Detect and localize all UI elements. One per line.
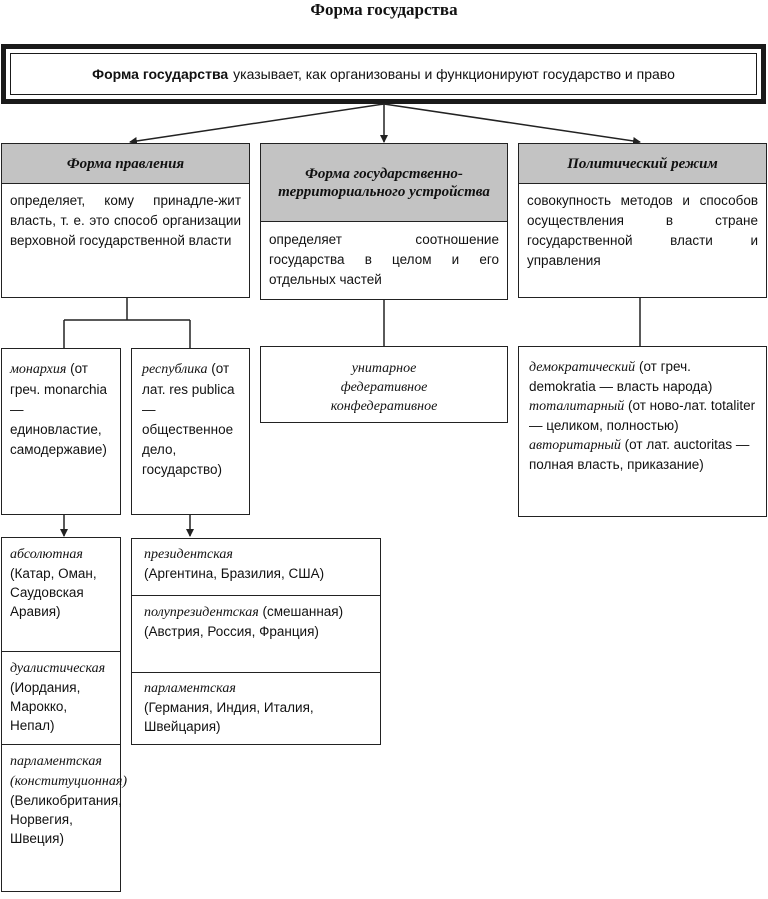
territorial-structure-box: Форма государственно-территориального ус… [260,143,508,300]
territorial-structure-header: Форма государственно-территориального ус… [261,144,507,222]
republic-type-name: парламентская [144,681,236,696]
territorial-type-federal: федеративное [340,380,428,395]
regime-item-totalitarian: тоталитарный (от ново-лат. totaliter — ц… [529,396,758,435]
republic-text: (от лат. res publica — общественное дело… [142,361,235,477]
divider [2,744,120,745]
divider [132,672,380,673]
regime-item-authoritarian: авторитарный (от лат. auctoritas — полна… [529,435,758,474]
monarchy-type-text: (Катар, Оман, Саудовская Аравия) [10,566,97,619]
monarchy-type-dualistic: дуалистическая (Иордания, Марокко, Непал… [2,652,120,744]
republic-type-text: (смешанная) (Австрия, Россия, Франция) [144,604,344,639]
republic-box: республика (от лат. res publica — общест… [131,348,250,515]
regime-name: демократический [529,360,636,375]
government-form-box: Форма правления определяет, кому принадл… [1,143,250,298]
regime-text: (от ново-лат. totaliter — целиком, полно… [529,398,756,433]
regime-text: (от лат. auctoritas — полная власть, при… [529,437,750,472]
regime-name: тоталитарный [529,399,625,414]
republic-name: республика [142,362,208,377]
republic-type-semipresidential: полупрезидентская (смешанная) (Австрия, … [132,596,380,672]
government-form-text: определяет, кому принадле-жит власть, т.… [10,193,241,248]
monarchy-type-text: (Иордания, Марокко, Непал) [10,680,81,733]
republic-types-box: президентская (Аргентина, Бразилия, США)… [131,538,381,745]
main-definition-inner: Форма государства указывает, как организ… [10,53,757,95]
republic-type-parliamentary: парламентская (Германия, Индия, Италия, … [132,673,380,736]
regime-item-democratic: демократический (от греч. demokratia — в… [529,357,758,396]
regime-name: авторитарный [529,438,621,453]
political-regime-header: Политический режим [519,144,766,184]
republic-type-name: президентская [144,547,233,562]
diagram-title: Форма государства [310,0,458,19]
divider [132,595,380,596]
monarchy-name: монархия [10,362,67,377]
republic-type-name: полупрезидентская [144,605,259,620]
political-regime-box: Политический режим совокупность методов … [518,143,767,298]
monarchy-type-absolute: абсолютная (Катар, Оман, Саудовская Арав… [2,538,120,651]
republic-type-text: (Аргентина, Бразилия, США) [144,566,325,581]
monarchy-types-box: абсолютная (Катар, Оман, Саудовская Арав… [1,537,127,892]
territorial-type-confederal: конфедеративное [330,399,438,414]
monarchy-type-text: (Великобритания, Норвегия, Швеция) [10,793,122,846]
government-form-header: Форма правления [2,144,249,184]
main-definition-term: Форма государства [92,66,229,82]
divider [2,651,120,652]
political-regime-text: совокупность методов и способов осуществ… [527,193,758,268]
republic-type-text: (Германия, Индия, Италия, Швейцария) [144,700,314,734]
monarchy-text: (от греч. monarchia — единовластие, само… [10,361,108,457]
regime-types-box: демократический (от греч. demokratia — в… [518,346,767,517]
monarchy-type-name: дуалистическая [10,661,106,676]
regime-text: (от греч. demokratia — власть народа) [529,359,713,394]
territorial-types-box: унитарное федеративное конфедеративное [260,346,508,423]
monarchy-type-parliamentary: парламентская (конституционная) (Великоб… [2,745,127,848]
main-definition-text: указывает, как организованы и функционир… [233,66,675,82]
monarchy-type-name: парламентская (конституционная) [10,754,127,789]
main-definition-box: Форма государства указывает, как организ… [1,44,766,104]
territorial-type-unitary: унитарное [351,361,417,376]
republic-type-presidential: президентская (Аргентина, Бразилия, США) [132,539,380,595]
monarchy-type-name: абсолютная [10,547,83,562]
monarchy-box: монархия (от греч. monarchia — единовлас… [1,348,121,515]
territorial-structure-text: определяет соотношение государства в цел… [269,232,499,287]
